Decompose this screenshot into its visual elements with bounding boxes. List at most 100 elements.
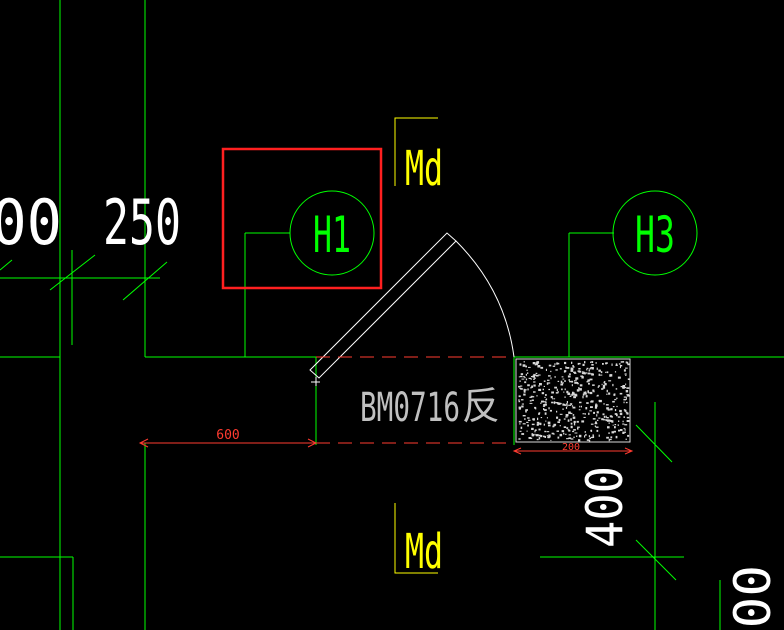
hatch-speck — [609, 420, 613, 422]
hatch-speck — [531, 433, 534, 436]
hatch-speck — [525, 378, 528, 381]
hatch-speck — [573, 421, 576, 423]
hatch-speck — [608, 438, 610, 442]
hatch-speck — [559, 402, 562, 405]
hatch-speck — [602, 363, 604, 365]
hatch-speck — [574, 432, 578, 434]
hatch-speck — [625, 411, 628, 414]
hatch-speck — [618, 429, 621, 432]
hatch-speck — [624, 428, 626, 431]
hatch-speck — [563, 370, 566, 373]
door-type-bottom-bracket — [394, 503, 438, 574]
hatch-speck — [622, 385, 626, 387]
hatch-speck — [574, 393, 577, 396]
hatch-speck — [603, 403, 605, 405]
hatch-speck — [578, 409, 581, 411]
hatch-speck — [552, 398, 554, 400]
hatch-speck — [545, 394, 547, 396]
door-swing — [309, 232, 515, 386]
hatch-speck — [518, 408, 521, 410]
hatch-speck — [620, 365, 623, 367]
hatch-speck — [559, 425, 561, 427]
hatch-speck — [518, 438, 521, 440]
hatch-speck — [539, 383, 542, 386]
hatch-speck — [605, 371, 607, 373]
hatch-speck — [618, 420, 620, 422]
hatch-speck — [548, 364, 552, 367]
hatch-speck — [570, 438, 574, 440]
hatch-speck — [546, 417, 548, 419]
hatch-speck — [567, 429, 570, 431]
hatch-speck — [607, 419, 610, 422]
hatch-speck — [543, 380, 546, 382]
hatch-speck — [521, 405, 524, 408]
door-swing-arc — [455, 240, 515, 358]
hatch-speck — [518, 420, 522, 423]
hatch-speck — [582, 413, 585, 415]
hatch-speck — [625, 397, 627, 400]
hatch-speck — [532, 375, 536, 378]
hatch-speck — [614, 424, 617, 426]
hatch-speck — [591, 400, 594, 403]
hatch-speck — [543, 423, 545, 426]
hatch-speck — [581, 372, 584, 375]
hatch-speck — [598, 385, 600, 387]
hatch-speck — [566, 403, 568, 405]
hatch-speck — [592, 434, 594, 437]
hatch-speck — [625, 387, 627, 389]
hatch-speck — [536, 421, 540, 424]
hatch-speck — [550, 396, 553, 399]
hatch-speck — [548, 424, 551, 427]
hatch-speck — [592, 389, 595, 392]
hatch-speck — [598, 417, 601, 419]
hatch-speck — [525, 410, 527, 413]
hatch-speck — [602, 419, 606, 421]
hatch-speck — [615, 364, 618, 366]
hatch-speck — [547, 382, 551, 384]
hatch-speck — [592, 418, 596, 420]
column-tag-h1-circle — [289, 190, 375, 276]
hatch-speck — [627, 434, 630, 437]
hatch-speck — [598, 434, 600, 437]
hatch-speck — [579, 362, 581, 365]
hatch-speck — [594, 406, 598, 409]
hatch-speck — [530, 378, 532, 380]
hatch-speck — [578, 370, 580, 373]
hatch-speck — [590, 430, 592, 432]
hatch-speck — [534, 406, 537, 409]
hatch-speck — [545, 368, 547, 371]
highlight-box-h1[interactable] — [221, 147, 383, 290]
hatch-speck — [611, 431, 615, 434]
hatch-speck — [599, 374, 603, 376]
hatch-speck — [602, 384, 606, 387]
hatch-speck — [583, 416, 586, 418]
hatch-speck — [525, 409, 528, 411]
hatch-speck — [567, 392, 570, 395]
hatch-speck — [522, 376, 525, 378]
hatch-speck — [556, 388, 558, 392]
hatch-speck — [519, 363, 522, 366]
hatch-speck — [538, 374, 541, 376]
hatch-speck — [569, 380, 572, 383]
hatch-speck — [518, 395, 521, 398]
hatch-speck — [591, 373, 594, 376]
hatch-speck — [533, 377, 536, 379]
hatch-speck — [565, 414, 569, 417]
hatch-speck — [595, 362, 597, 364]
hatch-speck — [570, 403, 572, 406]
hatch-speck — [609, 415, 613, 418]
hatch-speck — [557, 380, 560, 382]
dim-tick-300b — [0, 259, 13, 271]
hatch-speck — [584, 413, 586, 415]
hatch-speck — [576, 435, 578, 437]
hatch-speck — [612, 383, 614, 387]
hatch-speck — [540, 435, 543, 438]
hatch-speck — [625, 361, 627, 364]
hatch-speck — [563, 426, 567, 428]
hatch-speck — [593, 411, 595, 414]
hatch-speck — [533, 373, 535, 376]
hatch-speck — [547, 421, 551, 425]
hatch-speck — [586, 367, 589, 369]
hatch-speck — [625, 401, 628, 404]
